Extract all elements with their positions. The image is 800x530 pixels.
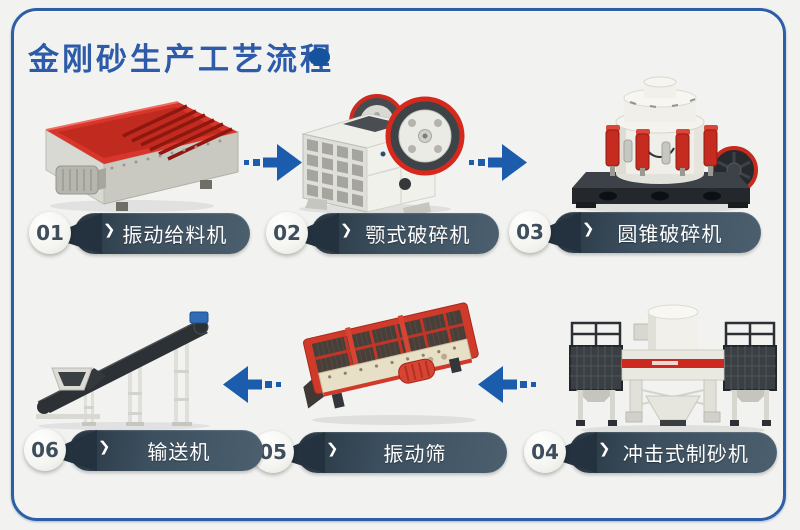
step-label: 输送机 xyxy=(147,440,211,464)
step-label: 圆锥破碎机 xyxy=(617,222,723,246)
jaw-crusher-illustration xyxy=(283,76,467,216)
arrow-right-icon xyxy=(468,142,528,184)
step-label-pill: ❯ 颚式破碎机 xyxy=(311,213,499,254)
step-label-pill: ❯ 冲击式制砂机 xyxy=(569,432,777,473)
vibrating-feeder-illustration xyxy=(32,88,240,214)
step-label-pill: ❯ 振动给料机 xyxy=(74,213,250,254)
title-dot-icon xyxy=(309,48,330,66)
step-number-badge: 03 xyxy=(509,211,551,253)
chevron-right-icon: ❯ xyxy=(97,437,112,456)
arrow-left-icon xyxy=(222,364,282,406)
step-label-pill: ❯ 圆锥破碎机 xyxy=(553,212,761,253)
step-label-pill: ❯ 输送机 xyxy=(69,430,263,471)
step-number-badge: 04 xyxy=(524,431,566,473)
chevron-right-icon: ❯ xyxy=(325,439,340,458)
vibrating-screen-illustration xyxy=(296,296,492,428)
step-label: 振动给料机 xyxy=(122,223,228,247)
step-label: 振动筛 xyxy=(383,442,447,466)
arrow-left-icon xyxy=(477,364,537,406)
step-label: 冲击式制砂机 xyxy=(622,442,749,466)
step-label: 颚式破碎机 xyxy=(365,223,471,247)
chevron-right-icon: ❯ xyxy=(102,220,117,239)
belt-conveyor-illustration xyxy=(28,306,226,432)
impact-sand-maker-illustration xyxy=(564,300,782,436)
step-number-badge: 06 xyxy=(24,429,66,471)
frame-border xyxy=(11,8,786,521)
step-number-badge: 01 xyxy=(29,212,71,254)
cone-crusher-illustration xyxy=(556,70,764,214)
step-number-badge: 02 xyxy=(266,212,308,254)
chevron-right-icon: ❯ xyxy=(597,439,612,458)
step-label-pill: ❯ 振动筛 xyxy=(297,432,507,473)
page-title: 金刚砂生产工艺流程 xyxy=(28,42,334,78)
arrow-right-icon xyxy=(243,142,303,184)
chevron-right-icon: ❯ xyxy=(339,220,354,239)
chevron-right-icon: ❯ xyxy=(581,219,596,238)
